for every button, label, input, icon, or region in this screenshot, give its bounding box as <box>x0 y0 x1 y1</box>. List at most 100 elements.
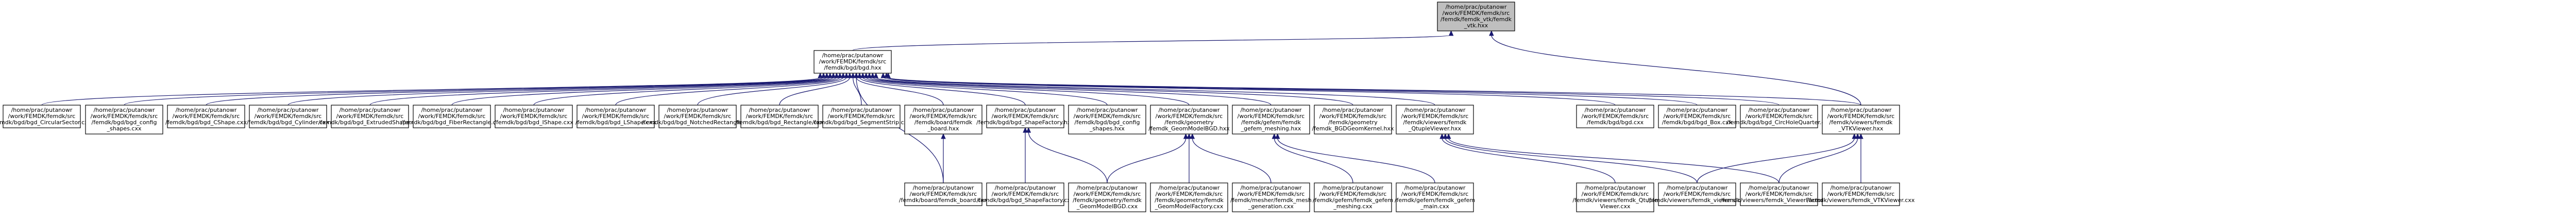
file-node-label-line: /work/FEMDK/femdk/src <box>910 113 977 120</box>
include-edge-line <box>866 77 1190 106</box>
include-edge-line <box>856 77 944 106</box>
arrowhead-icon <box>870 72 875 78</box>
file-node-label-line: /home/prac/putanowr <box>667 107 728 113</box>
file-node-label-line: /femdk/viewers/femdk_Qtuple <box>1572 197 1657 204</box>
file-node-label-line: /femdk/bgd/bgd_CShape.cxx <box>165 119 247 126</box>
file-node[interactable]: /home/prac/putanowr/work/FEMDK/femdk/src… <box>642 105 754 128</box>
file-node-label-line: /work/FEMDK/femdk/src <box>173 113 240 120</box>
file-node-label-line: /femdk/bgd/bgd_Cylinder.cxx <box>247 119 330 126</box>
file-node[interactable]: /home/prac/putanowr/work/FEMDK/femdk/src… <box>1150 182 1228 212</box>
file-node[interactable]: /home/prac/putanowr/work/FEMDK/femdk/src… <box>1807 182 1915 206</box>
file-node-box <box>986 105 1064 128</box>
file-node[interactable]: /home/prac/putanowr/work/FEMDK/femdk/src… <box>1726 105 1832 128</box>
file-node-label-line: _generation.cxx <box>1248 203 1294 210</box>
arrowhead-icon <box>1272 133 1277 139</box>
file-node[interactable]: /home/prac/putanowr/work/FEMDK/femdk/src… <box>1148 105 1230 135</box>
file-node[interactable]: /home/prac/putanowr/work/FEMDK/femdk/src… <box>318 105 422 128</box>
file-node[interactable]: /home/prac/putanowr/work/FEMDK/femdk/src… <box>1647 182 1747 206</box>
file-node[interactable]: /home/prac/putanowr/work/FEMDK/femdk/src… <box>494 105 573 128</box>
file-node-label-line: _shapes.hxx <box>1089 125 1125 132</box>
file-node-label-line: _meshing.cxx <box>1333 203 1372 210</box>
file-node-label-line: /home/prac/putanowr <box>1241 185 1302 191</box>
file-node[interactable]: /home/prac/putanowr/work/FEMDK/femdk/src… <box>1572 182 1658 212</box>
include-edge <box>857 72 1026 106</box>
arrowhead-icon <box>880 72 886 78</box>
file-node[interactable]: /home/prac/putanowr/work/FEMDK/femdk/src… <box>1313 182 1393 212</box>
file-node[interactable]: /home/prac/putanowr/work/FEMDK/femdk/src… <box>247 105 330 128</box>
include-edge-line <box>852 35 1452 51</box>
include-edge-line <box>533 77 840 106</box>
file-node-label-line: /work/FEMDK/femdk/src <box>1156 113 1223 120</box>
include-edge <box>867 72 1272 106</box>
arrowhead-icon <box>867 72 872 78</box>
file-node-label-line: /femdk/bgd/bgd_CircularSector.cxx <box>0 119 92 126</box>
arrowhead-icon <box>1275 133 1280 139</box>
file-node-label-line: /work/FEMDK/femdk/src <box>1745 191 1813 197</box>
include-edge <box>287 72 833 106</box>
file-node-label-line: /home/prac/putanowr <box>913 107 974 113</box>
file-node[interactable]: /home/prac/putanowr/work/FEMDK/femdk/src… <box>1230 182 1312 212</box>
include-edge <box>533 72 843 106</box>
file-node[interactable]: /home/prac/putanowr/work/FEMDK/femdk/src… <box>899 182 988 206</box>
file-node-box <box>1576 105 1654 128</box>
file-node[interactable]: /home/prac/putanowr/work/FEMDK/femdk/src… <box>1395 182 1475 212</box>
file-node-box <box>1396 182 1474 212</box>
arrowhead-icon <box>1852 133 1857 139</box>
include-edge-line <box>41 77 821 106</box>
file-node-box <box>1740 182 1818 206</box>
file-node-label-line: /work/FEMDK/femdk/src <box>336 113 404 120</box>
arrowhead-icon <box>854 72 859 78</box>
file-node-label-line: /home/prac/putanowr <box>995 185 1056 191</box>
file-node-label-line: _gefem_meshing.hxx <box>1241 125 1301 132</box>
include-edge-line <box>206 77 827 106</box>
file-node[interactable]: /home/prac/putanowr/work/FEMDK/femdk/src… <box>1312 105 1394 135</box>
file-node[interactable]: /home/prac/putanowr/work/FEMDK/femdk/src… <box>1232 105 1310 135</box>
file-node-box <box>85 105 163 135</box>
include-edge <box>860 72 1108 106</box>
file-node[interactable]: /home/prac/putanowr/work/FEMDK/femdk/src… <box>1658 105 1736 128</box>
file-node-label-line: /work/FEMDK/femdk/src <box>1664 113 1731 120</box>
file-node-label-line: /work/FEMDK/femdk/src <box>828 113 895 120</box>
file-node[interactable]: /home/prac/putanowr/work/FEMDK/femdk/src… <box>904 105 982 135</box>
file-node[interactable]: /home/prac/putanowr/work/FEMDK/femdk/src… <box>736 105 824 128</box>
file-node[interactable]: /home/prac/putanowr/work/FEMDK/femdk/src… <box>1576 105 1654 128</box>
file-node-label-line: /work/FEMDK/femdk/src <box>1664 191 1731 197</box>
arrowhead-icon <box>863 72 869 78</box>
file-node-label-line: /femdk/viewers/femdk <box>1403 119 1467 126</box>
include-edge <box>886 72 1861 106</box>
file-node-label-line: /work/FEMDK/femdk/src <box>1156 191 1223 197</box>
file-node[interactable]: /home/prac/putanowr/work/FEMDK/femdk/src… <box>977 182 1074 206</box>
include-edge-line <box>369 77 834 106</box>
file-node-label-line: /home/prac/putanowr <box>749 107 810 113</box>
file-node[interactable]: /home/prac/putanowr/work/FEMDK/femdk/src… <box>1822 105 1900 135</box>
file-node[interactable]: /home/prac/putanowr/work/FEMDK/femdk/src… <box>1068 182 1146 212</box>
file-node[interactable]: /home/prac/putanowr/work/FEMDK/femdk/src… <box>814 50 892 74</box>
file-node-label-line: /femdk/viewers/femdk_ViewerFactory.cxx <box>1721 197 1838 204</box>
file-node-label-line: /femdk/bgd/bgd.cxx <box>1587 119 1644 126</box>
file-node[interactable]: /home/prac/putanowr/work/FEMDK/femdk/src… <box>85 105 163 135</box>
file-node-box <box>331 105 409 128</box>
file-node[interactable]: /home/prac/putanowr/work/FEMDK/femdk/src… <box>1721 182 1838 206</box>
file-node-label-line: /home/prac/putanowr <box>995 107 1056 113</box>
file-node[interactable]: /home/prac/putanowr/work/FEMDK/femdk/src… <box>1068 105 1146 135</box>
file-node[interactable]: /home/prac/putanowr/work/FEMDK/femdk/src… <box>812 105 911 128</box>
file-node-label-line: _GeomModelFactory.cxx <box>1155 203 1224 210</box>
file-node-label-line: /home/prac/putanowr <box>1831 185 1892 191</box>
include-edge <box>369 72 836 106</box>
file-node[interactable]: /home/prac/putanowr/work/FEMDK/femdk/src… <box>976 105 1074 128</box>
file-node[interactable]: /home/prac/putanowr/work/FEMDK/femdk/src… <box>0 105 92 128</box>
file-node-label-line: /home/prac/putanowr <box>11 107 73 113</box>
include-edge <box>697 72 849 106</box>
include-edge <box>1489 30 1861 106</box>
include-edge-line <box>1107 138 1187 183</box>
file-node[interactable]: /home/prac/putanowr/work/FEMDK/femdk/src… <box>401 105 503 128</box>
file-node[interactable]: /home/prac/putanowr/work/FEMDK/femdk/src… <box>1396 105 1474 135</box>
file-node[interactable]: /home/prac/putanowr/work/FEMDK/femdk/src… <box>165 105 247 128</box>
file-node-label-line: /work/FEMDK/femdk/src <box>819 58 887 65</box>
file-node-label-line: /femdk/femdk_vtk/femdk <box>1440 16 1512 23</box>
file-node-label-line: /work/FEMDK/femdk/src <box>418 113 486 120</box>
include-edge-line <box>451 77 837 106</box>
arrowhead-icon <box>834 72 839 78</box>
include-edge-line <box>856 77 944 183</box>
file-node[interactable]: /home/prac/putanowr/work/FEMDK/femdk/src… <box>575 105 656 128</box>
